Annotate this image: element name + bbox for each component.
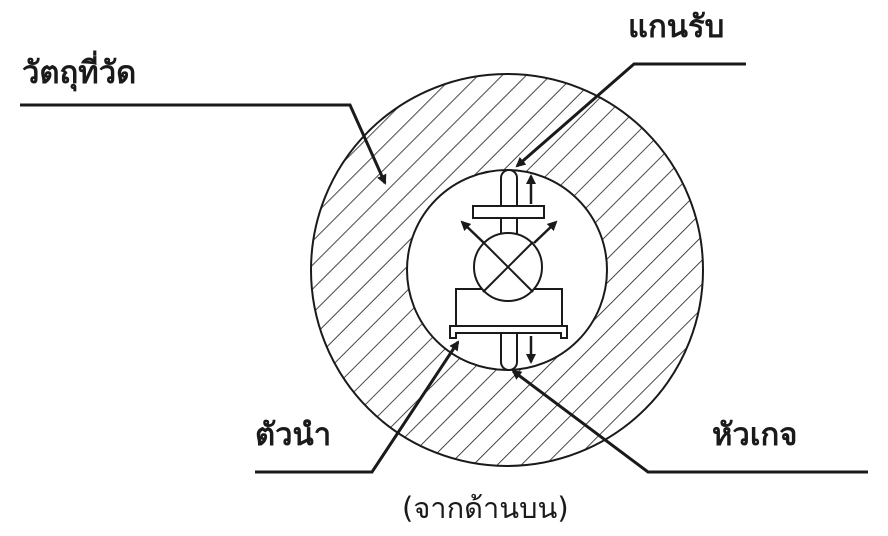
label-spindle: แกนรับ: [628, 9, 725, 45]
guide-plate: [449, 325, 568, 339]
leader-lines: [20, 62, 868, 474]
label-guide: ตัวนำ: [255, 417, 332, 453]
leader-guide: [255, 340, 460, 474]
label-gauge-head: หัวเกจ: [712, 417, 798, 453]
crossbar: [472, 205, 545, 219]
leader-spindle: [515, 62, 746, 168]
leader-gauge-head: [511, 369, 868, 474]
leader-measured-object: [20, 103, 387, 185]
motion-arrows: [460, 174, 558, 364]
gauge-mechanism: [449, 169, 568, 371]
view-caption: (จากด้านบน): [402, 491, 569, 525]
label-measured-object: วัตถุที่วัด: [22, 55, 137, 91]
